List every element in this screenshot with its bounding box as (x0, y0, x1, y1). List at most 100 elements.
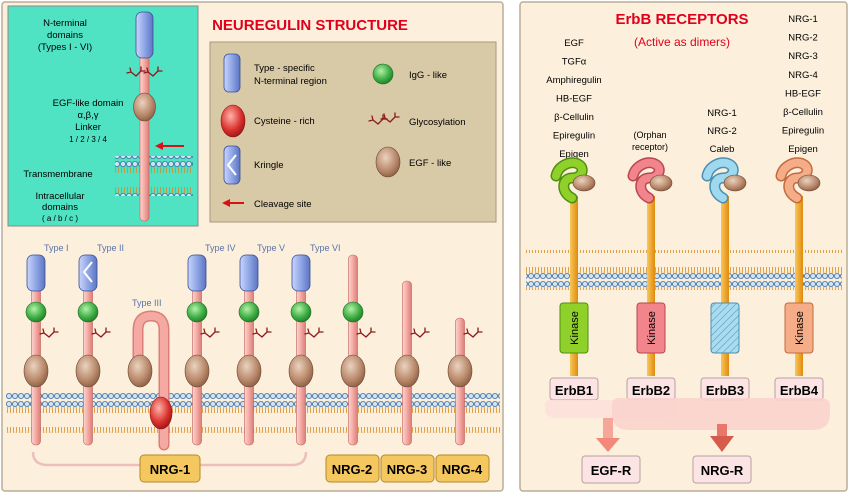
receptor-stalk (647, 196, 655, 304)
nrg1-group-label: NRG-1 (139, 454, 201, 483)
kinase-domain (636, 302, 666, 354)
legend-cysteine: Cysteine - rich (254, 116, 315, 127)
legend-egf-like: EGF - like (409, 158, 451, 169)
receptor-ecd (777, 158, 812, 202)
nrg4-label: NRG-4 (442, 462, 483, 477)
nrgr-label: NRG-R (701, 463, 744, 478)
schematic-nterm-domain (135, 11, 154, 59)
ligand-label: NRG-1 (788, 14, 818, 25)
receptor-name: ErbB3 (706, 383, 744, 398)
legend-igg-icon (372, 63, 394, 85)
receptor-bound-ligand (649, 174, 673, 192)
ligand-label: receptor) (632, 142, 668, 152)
legend-kringle-icon (223, 145, 241, 185)
nrg2-group-label: NRG-2 (325, 454, 380, 483)
ligand-label: NRG-3 (788, 51, 818, 62)
type-label-4: Type IV (205, 243, 236, 253)
legend-egf-icon (375, 146, 401, 178)
type-label-3: Type III (132, 298, 162, 308)
ligand-label: NRG-2 (707, 126, 737, 137)
right-title: ErbB RECEPTORS (615, 11, 748, 28)
nrg-egf-domain (394, 354, 420, 388)
kinase-label: Kinase (569, 311, 581, 345)
nrg-egf-domain (127, 354, 153, 388)
ligand-label: Epiregulin (553, 131, 595, 142)
label-intracellular-2: domains (42, 202, 78, 213)
nrgr-dimer-bar (612, 398, 830, 430)
receptor-bound-ligand (572, 174, 596, 192)
type-label-5: Type V (257, 243, 285, 253)
nrg4-group-label: NRG-4 (435, 454, 490, 483)
nrg-stalk (348, 254, 358, 446)
type3-cysteine-domain (149, 396, 173, 430)
ligand-label: HB-EGF (556, 94, 592, 105)
label-nterminal-1: N-terminal (43, 18, 87, 29)
nrg-egf-domain (340, 354, 366, 388)
ligand-label: NRG-1 (707, 108, 737, 119)
egfr-arrow-shaft (603, 418, 613, 440)
receptor-stalk-lower (647, 346, 655, 376)
nrg-isoform (127, 354, 153, 388)
nrgr-arrow-shaft (717, 424, 727, 438)
nrg3-label: NRG-3 (387, 462, 427, 477)
nrg-kringle-mark (82, 261, 93, 283)
receptor-name: ErbB2 (632, 383, 670, 398)
receptor-ecd (629, 158, 664, 202)
nrg-igg-domain (290, 301, 312, 323)
legend-type-specific-2: N-terminal region (254, 76, 327, 87)
receptor-bound-ligand (723, 174, 747, 192)
legend-cleavage-arrowhead (222, 199, 230, 207)
ligand-label: Amphiregulin (546, 75, 601, 86)
receptor-stalk (570, 196, 578, 304)
nrg-nterm-domain (291, 254, 311, 292)
ligand-label: Caleb (710, 144, 735, 155)
nrg-igg-domain (77, 301, 99, 323)
nrg-egf-domain (288, 354, 314, 388)
nrgr-dimer-label: NRG-R (692, 455, 752, 484)
receptor-ecd (703, 158, 738, 202)
nrg3-group-label: NRG-3 (380, 454, 435, 483)
nrg-egf-domain (23, 354, 49, 388)
kinase-domain (784, 302, 814, 354)
ligand-label: β-Cellulin (554, 112, 594, 123)
nrg-nterm-domain (187, 254, 207, 292)
receptor-stalk-lower (795, 346, 803, 376)
nrg-isoform (394, 280, 430, 446)
receptor-stalk-lower (721, 346, 729, 376)
right-panel (519, 1, 848, 492)
schematic-cleavage-arrowhead (155, 142, 163, 150)
egfr-dimer-label: EGF-R (581, 455, 641, 484)
label-linker-variants: 1 / 2 / 3 / 4 (69, 135, 107, 144)
left-title: NEUREGULIN STRUCTURE (212, 17, 408, 34)
nrg-egf-domain (447, 354, 473, 388)
nrg-isoform (236, 254, 272, 446)
ligand-label: Epiregulin (782, 126, 824, 137)
erbb-membrane (526, 250, 842, 290)
ligand-label: (Orphan (633, 130, 666, 140)
kinase-domain (559, 302, 589, 354)
nrgr-arrowhead (710, 436, 734, 452)
kinase-label: Kinase (646, 311, 658, 345)
ligand-label: NRG-4 (788, 70, 818, 81)
kinase-label: Kinase (794, 311, 806, 345)
type-label-1: Type I (44, 243, 69, 253)
legend-kringle: Kringle (254, 160, 284, 171)
nrg-nterm-domain (239, 254, 259, 292)
label-egf-domain: EGF-like domain (53, 98, 124, 109)
label-intracellular: Intracellular (35, 191, 84, 202)
legend-type-specific-1: Type - specific (254, 63, 315, 74)
nrg-egf-domain (184, 354, 210, 388)
ligand-label: Epigen (559, 149, 589, 160)
nrg-nterm-domain (78, 254, 98, 292)
erbb-receptor: ErbB3 (700, 157, 750, 401)
ligand-label: EGF (564, 38, 584, 49)
receptor-stalk (795, 196, 803, 304)
ligand-label: β-Cellulin (783, 107, 823, 118)
nrg-egf-domain (75, 354, 101, 388)
receptor-name: ErbB4 (780, 383, 819, 398)
